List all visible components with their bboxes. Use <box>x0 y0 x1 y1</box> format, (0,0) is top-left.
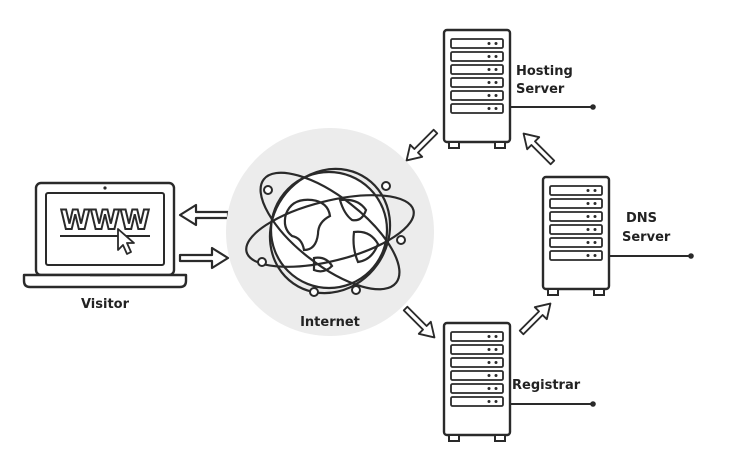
arrow-icon <box>516 126 560 170</box>
arrow-internet-to-visitor <box>178 203 230 227</box>
arrow-internet-to-registrar <box>398 301 442 345</box>
server-icon <box>442 28 512 150</box>
laptop-icon <box>22 181 188 289</box>
hosting-label-line1: Hosting <box>516 64 573 79</box>
hosting-label-line2: Server <box>516 82 565 97</box>
screen-www-text: WWW <box>60 205 149 236</box>
cursor-icon <box>117 228 135 255</box>
dns-server-node: DNS Server <box>541 175 694 297</box>
registrar-node: Registrar <box>442 321 596 443</box>
globe-icon <box>245 167 415 295</box>
arrow-hosting-to-internet <box>399 124 443 168</box>
arrow-visitor-to-internet <box>178 246 230 270</box>
server-icon <box>541 175 611 297</box>
arrow-registrar-to-dns <box>514 296 558 340</box>
arrow-icon <box>514 296 558 340</box>
registrar-label: Registrar <box>512 378 581 393</box>
internet-node: Internet <box>226 128 434 336</box>
internet-label: Internet <box>300 315 360 330</box>
arrow-icon <box>398 301 442 345</box>
dns-label-line2: Server <box>622 230 671 245</box>
arrow-icon <box>178 203 230 227</box>
arrow-icon <box>178 246 230 270</box>
hosting-server-node: Hosting Server <box>442 28 596 150</box>
arrow-dns-to-hosting <box>516 126 560 170</box>
arrow-icon <box>399 124 443 168</box>
visitor-node: WWW Visitor <box>22 181 188 312</box>
visitor-label: Visitor <box>81 297 130 312</box>
server-icon <box>442 321 512 443</box>
dns-label-line1: DNS <box>626 211 657 226</box>
